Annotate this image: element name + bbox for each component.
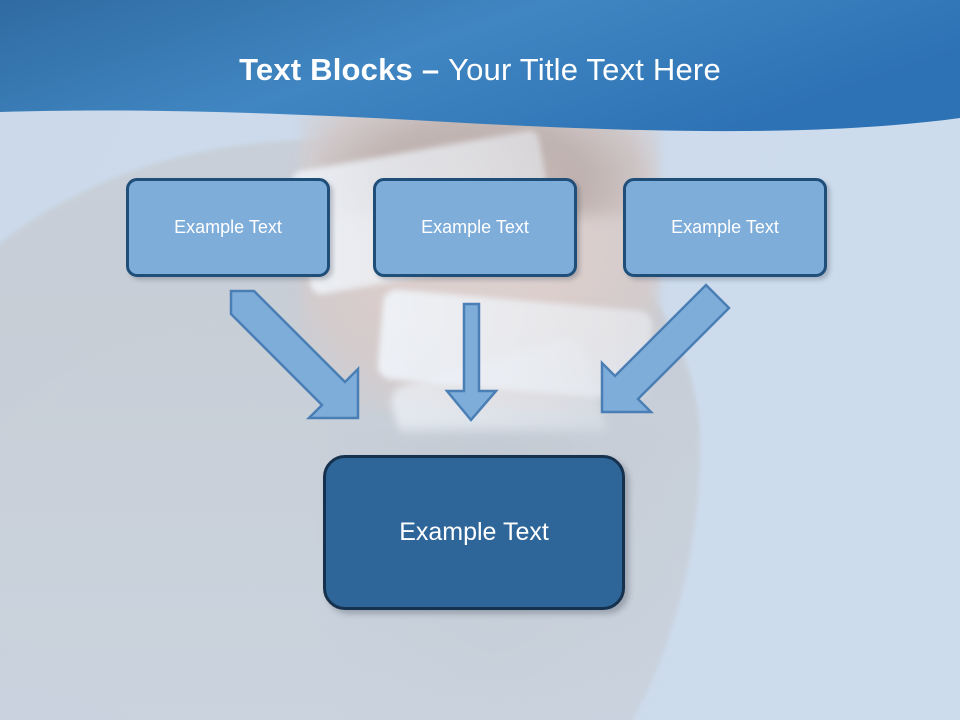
text-block-1-label: Example Text xyxy=(174,217,282,237)
page-title-bold: Text Blocks xyxy=(239,52,422,87)
page-title: Text Blocks – Your Title Text Here xyxy=(0,50,960,90)
text-block-1[interactable]: Example Text xyxy=(126,178,330,277)
text-block-2[interactable]: Example Text xyxy=(373,178,577,277)
text-block-3-label: Example Text xyxy=(671,217,779,237)
text-block-result[interactable]: Example Text xyxy=(323,455,625,610)
text-block-result-label: Example Text xyxy=(399,518,549,546)
page-title-light: Your Title Text Here xyxy=(448,52,721,87)
text-block-2-label: Example Text xyxy=(421,217,529,237)
text-block-3[interactable]: Example Text xyxy=(623,178,827,277)
page-title-dash: – xyxy=(421,52,449,87)
